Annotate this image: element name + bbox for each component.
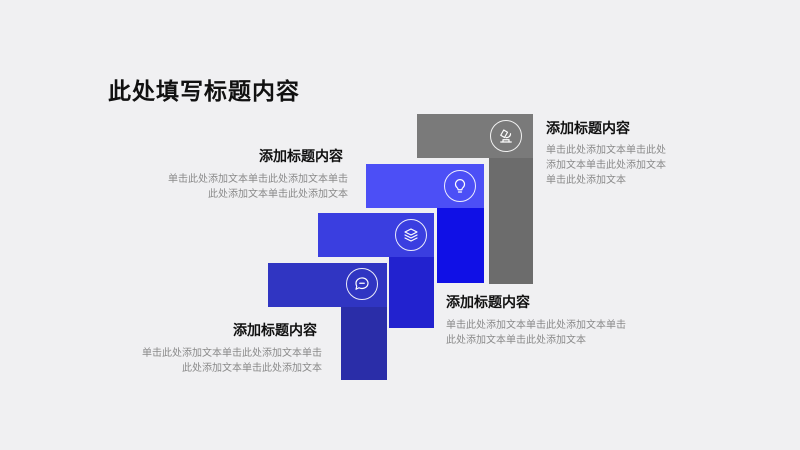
slide-title: 此处填写标题内容 xyxy=(108,79,300,105)
item-4-heading: 添加标题内容 xyxy=(546,121,630,137)
layers-icon xyxy=(395,219,427,251)
lightbulb-icon xyxy=(444,170,476,202)
step-3-vertical xyxy=(437,208,484,283)
item-2-heading: 添加标题内容 xyxy=(259,149,343,165)
step-4-vertical xyxy=(489,158,533,284)
chat-bubble-icon xyxy=(346,268,378,300)
item-2-body-line2: 此处添加文本单击此处添加文本 xyxy=(208,189,348,200)
item-3-heading: 添加标题内容 xyxy=(446,295,530,311)
microscope-icon xyxy=(490,120,522,152)
item-3-body-line1: 单击此处添加文本单击此处添加文本单击 xyxy=(446,320,626,331)
item-4-body-line2: 添加文本单击此处添加文本 xyxy=(546,160,666,171)
item-3-body-line2: 此处添加文本单击此处添加文本 xyxy=(446,335,586,346)
item-4-body-line1: 单击此处添加文本单击此处 xyxy=(546,145,666,156)
item-1-body-line1: 单击此处添加文本单击此处添加文本单击 xyxy=(142,348,322,359)
item-4-body-line3: 单击此处添加文本 xyxy=(546,175,626,186)
item-2-body-line1: 单击此处添加文本单击此处添加文本单击 xyxy=(168,174,348,185)
step-2-vertical xyxy=(389,257,434,328)
item-1-heading: 添加标题内容 xyxy=(233,323,317,339)
item-1-body-line2: 此处添加文本单击此处添加文本 xyxy=(182,363,322,374)
step-1-vertical xyxy=(341,307,387,380)
